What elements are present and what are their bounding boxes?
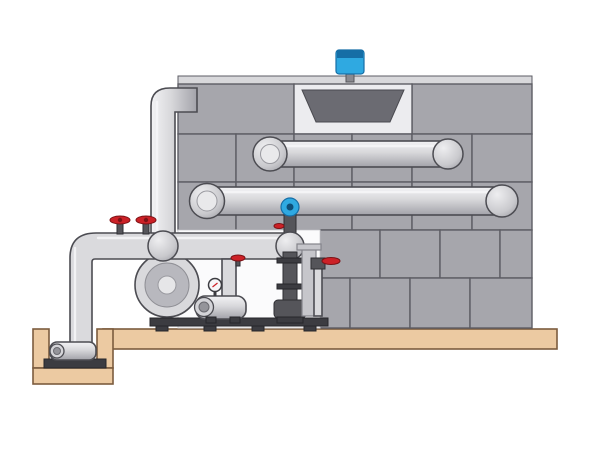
tower-panel: [409, 277, 471, 329]
drain-valve: [310, 257, 341, 317]
strainer-center: [157, 275, 177, 295]
upper-pipe-end-ball: [432, 138, 464, 170]
inline-pump: [273, 197, 307, 324]
strainer-elbow: [134, 252, 200, 318]
gauge-needle: [212, 282, 218, 288]
pump1-suction-pipe: [221, 258, 237, 300]
skid-foot: [251, 325, 265, 332]
skid-foot: [303, 325, 317, 332]
actuator-cap: [286, 203, 294, 211]
tower-panel: [439, 229, 501, 279]
middle-pipe: [188, 182, 519, 220]
handwheel-valve-2: [135, 215, 157, 235]
tower-panel: [349, 277, 411, 329]
pump1-valve-handwheel: [230, 254, 246, 262]
inline-flange-upper: [276, 257, 304, 264]
tower-panel: [319, 229, 381, 279]
tower-panel: [177, 133, 237, 183]
valve-hub: [143, 217, 149, 223]
sump-pump-end-cap-inner: [53, 347, 61, 355]
suction-header: [69, 232, 295, 353]
handwheel-valve-1: [109, 215, 131, 235]
tower-panel: [471, 133, 533, 183]
drain-pipe: [313, 267, 323, 317]
tee-ball-joint: [147, 230, 179, 262]
stand-top: [296, 243, 322, 251]
inline-volute: [273, 299, 307, 319]
pump1-foot: [229, 316, 241, 324]
pump1-foot: [205, 316, 217, 324]
drain-valve-lever: [321, 257, 341, 265]
tower-panel: [499, 229, 533, 279]
sump-pump: [43, 341, 107, 369]
upper-pipe: [252, 136, 464, 172]
inline-red-handle: [273, 223, 285, 229]
sump-pit-floor: [32, 367, 114, 385]
sensor-top-band: [337, 50, 363, 58]
middle-pipe-left-flange-inner: [196, 190, 218, 212]
middle-pipe-end-ball: [485, 184, 519, 218]
riser-pipe-body: [150, 87, 198, 253]
basin-opening: [301, 89, 405, 123]
pump1-end-cap-inner: [198, 301, 210, 313]
inline-foot: [276, 316, 304, 324]
skid-foot: [155, 325, 169, 332]
skid-foot: [203, 325, 217, 332]
tower-panel: [379, 229, 441, 279]
floor-and-pit: [32, 328, 558, 385]
floor-slab: [102, 328, 558, 350]
pump-1: [193, 254, 247, 324]
upper-pipe-left-flange-inner: [260, 144, 280, 164]
tower-panel: [469, 277, 533, 329]
tower-panel: [411, 83, 533, 135]
valve-hub: [117, 217, 123, 223]
riser-pipe: [150, 87, 198, 253]
inline-flange-lower: [276, 283, 304, 290]
tower-top-edge: [177, 75, 533, 85]
level-sensor: [335, 49, 365, 83]
